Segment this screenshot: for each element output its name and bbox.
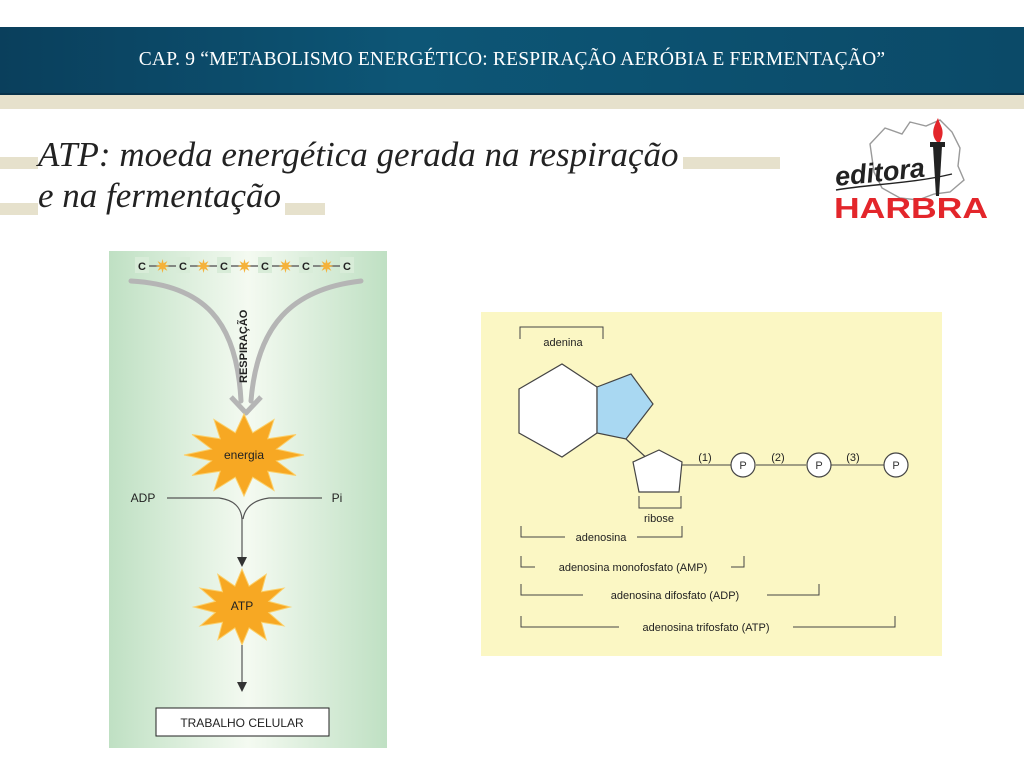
atp-bracket (520, 616, 896, 628)
phosphate-icon: P (806, 452, 832, 478)
bond-label-3: (3) (846, 452, 859, 464)
carbon-atom: C (261, 261, 269, 273)
atp-structure-diagram: adenina P P P (1) (2) (3) ribose adenosi… (481, 312, 942, 656)
slide-title-line-2: e na fermentação (38, 175, 285, 216)
merge-arrow (167, 497, 322, 567)
carbon-atom: C (220, 261, 228, 273)
carbon-atom: C (138, 261, 146, 273)
cell-work-label: TRABALHO CELULAR (180, 716, 304, 730)
carbon-atom: C (343, 261, 351, 273)
phosphate-chain: P P P (682, 452, 909, 478)
header-band (0, 27, 1024, 95)
pi-input-label: Pi (332, 491, 343, 505)
adenosine-bracket (520, 526, 683, 538)
respiration-arrows (128, 278, 364, 416)
carbon-atom-bg (135, 257, 149, 273)
atp-label: ATP (231, 599, 253, 613)
carbon-atom: C (179, 261, 187, 273)
amp-label: adenosina monofosfato (AMP) (559, 562, 708, 574)
bond-energy-starburst (237, 259, 252, 273)
adp-bracket (520, 584, 820, 596)
carbon-atom-bg (217, 257, 231, 273)
carbon-atom: C (302, 261, 310, 273)
bond-energy-starburst (319, 259, 334, 273)
output-arrow (237, 645, 247, 692)
carbon-atom-bg (340, 257, 354, 273)
carbon-atom-bg (176, 257, 190, 273)
adp-input-label: ADP (131, 491, 156, 505)
phosphate-symbol: P (892, 460, 899, 472)
bond-label-2: (2) (771, 452, 784, 464)
respiration-label: RESPIRAÇÃO (237, 309, 250, 383)
cell-work-box (155, 707, 330, 737)
energy-label: energia (224, 448, 264, 462)
carbon-atom-bg (299, 257, 313, 273)
publisher-logo: editora HARBRA (833, 118, 988, 224)
atp-full-label: adenosina trifosfato (ATP) (643, 622, 770, 634)
carbon-atom-bg (258, 257, 272, 273)
respiration-atp-diagram: C C C C C C RESPIRAÇÃO energia ADP Pi ATP TRA… (109, 251, 387, 748)
ribose-label: ribose (644, 513, 674, 525)
bond-energy-starburst (196, 259, 211, 273)
ribose-bracket (638, 496, 682, 509)
bond-energy-starburst (278, 259, 293, 273)
adenosine-label: adenosina (576, 532, 628, 544)
energy-starburst (183, 412, 305, 498)
slide-title-line-1: ATP: moeda energética gerada na respiraç… (38, 134, 683, 175)
phosphate-icon: P (883, 452, 909, 478)
adp-label: adenosina difosfato (ADP) (611, 590, 739, 602)
phosphate-icon: P (730, 452, 756, 478)
phosphate-symbol: P (739, 460, 746, 472)
panel-background (109, 251, 387, 748)
phosphate-symbol: P (815, 460, 822, 472)
adenine-pentagon (596, 373, 654, 440)
panel-background (481, 312, 942, 656)
amp-bracket (520, 556, 745, 568)
ribose-pentagon (632, 449, 683, 493)
torch-icon (930, 118, 945, 196)
logo-brand-text: HARBRA (834, 193, 988, 224)
slide-title: ATP: moeda energética gerada na respiraç… (38, 134, 798, 216)
atp-starburst (191, 567, 293, 647)
beige-band (0, 95, 1024, 109)
adenine-label: adenina (543, 337, 583, 349)
adenine-bracket (519, 326, 604, 339)
chapter-title: CAP. 9 “METABOLISMO ENERGÉTICO: RESPIRAÇ… (138, 49, 886, 70)
bond-energy-starburst (155, 259, 170, 273)
bond-label-1: (1) (698, 452, 711, 464)
